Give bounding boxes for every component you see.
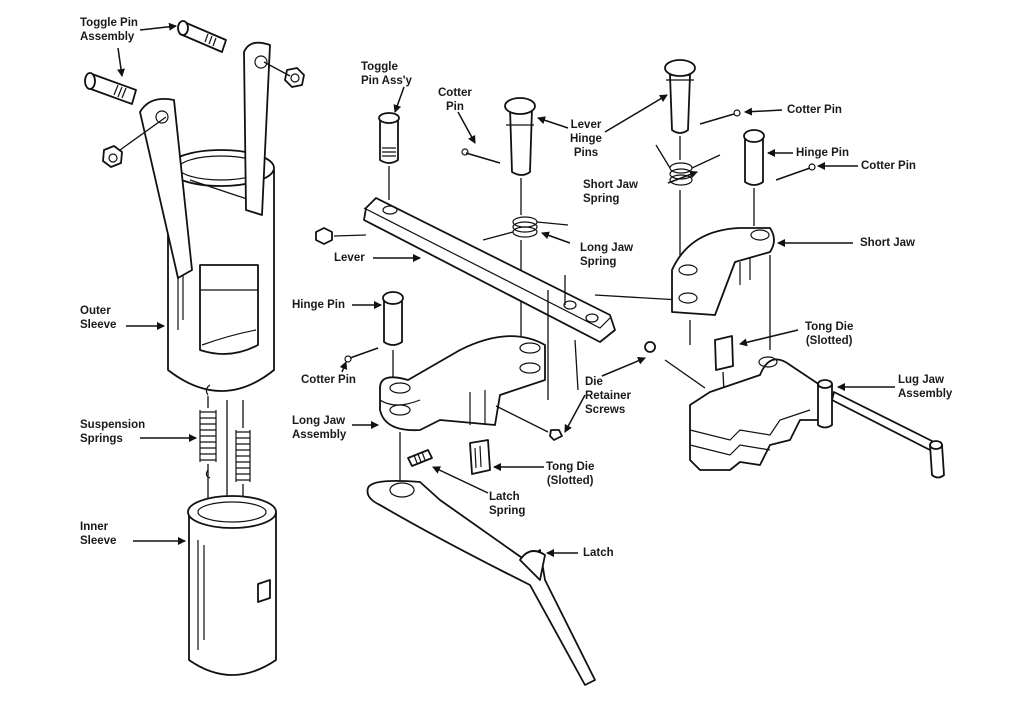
outer-sleeve xyxy=(167,149,275,392)
label-long-jaw-assembly: Long Jaw Assembly xyxy=(292,415,347,441)
cotter-pin-left xyxy=(349,347,379,359)
label-outer-sleeve: Outer Sleeve xyxy=(80,305,117,331)
suspension-springs xyxy=(199,384,251,525)
toggle-pin-center xyxy=(378,112,400,200)
hinge-pin-right xyxy=(743,129,765,226)
label-long-jaw-spring: Long Jaw Spring xyxy=(580,242,634,268)
leader-lines xyxy=(117,22,895,557)
latch-part xyxy=(366,479,596,686)
short-jaw-spring xyxy=(655,144,721,186)
long-jaw-assembly xyxy=(379,335,546,432)
lever-hinge-pin-right xyxy=(664,59,696,260)
nut-right xyxy=(284,67,305,88)
toggle-pin-upper xyxy=(177,20,227,53)
latch-spring xyxy=(399,432,433,485)
die-retainer-screw-right xyxy=(644,341,656,353)
lever-nut xyxy=(315,227,333,245)
hinge-pin-left xyxy=(382,291,404,390)
nut-left xyxy=(102,145,123,168)
toggle-links xyxy=(119,41,291,279)
label-latch: Latch xyxy=(583,547,614,559)
label-cotter-pin-left: Cotter Pin xyxy=(301,374,356,386)
cotter-pin-right-top xyxy=(699,113,735,125)
label-tong-die-lower: Tong Die (Slotted) xyxy=(546,461,595,487)
label-die-retainer-screws: Die Retainer Screws xyxy=(585,376,632,416)
long-jaw-spring xyxy=(482,216,569,241)
label-lever-hinge-pins: Lever Hinge Pins xyxy=(570,119,602,159)
label-toggle-pin-assembly: Toggle Pin Assembly xyxy=(80,17,138,43)
lug-jaw-assembly xyxy=(689,356,945,479)
inner-sleeve xyxy=(187,495,277,676)
label-cotter-pin-right: Cotter Pin xyxy=(861,160,916,172)
tong-die-lower xyxy=(469,439,491,475)
label-hinge-pin-left: Hinge Pin xyxy=(292,299,346,311)
label-latch-spring: Latch Spring xyxy=(489,491,526,517)
label-short-jaw: Short Jaw xyxy=(860,237,915,249)
label-cotter-pin-right-top: Cotter Pin xyxy=(787,104,842,116)
label-short-jaw-spring: Short Jaw Spring xyxy=(583,179,638,205)
cotter-pin-right xyxy=(775,167,811,181)
label-inner-sleeve: Inner Sleeve xyxy=(80,521,117,547)
label-suspension-springs: Suspension Springs xyxy=(80,419,146,445)
tong-die-upper xyxy=(714,335,734,393)
label-hinge-pin-right: Hinge Pin xyxy=(796,147,850,159)
label-tong-die-upper: Tong Die (Slotted) xyxy=(805,321,854,347)
short-jaw xyxy=(671,227,775,316)
cotter-pin-top xyxy=(465,152,501,164)
toggle-pin-lower xyxy=(84,72,137,105)
label-cotter-pin-top: Cotter Pin xyxy=(438,87,472,113)
die-retainer-screw-left xyxy=(549,429,563,441)
label-lever: Lever xyxy=(334,252,365,264)
lever xyxy=(363,197,616,343)
label-toggle-pin-assy: Toggle Pin Ass'y xyxy=(361,61,412,87)
label-lug-jaw-assembly: Lug Jaw Assembly xyxy=(898,374,953,400)
lever-hinge-pin-left xyxy=(504,97,536,340)
